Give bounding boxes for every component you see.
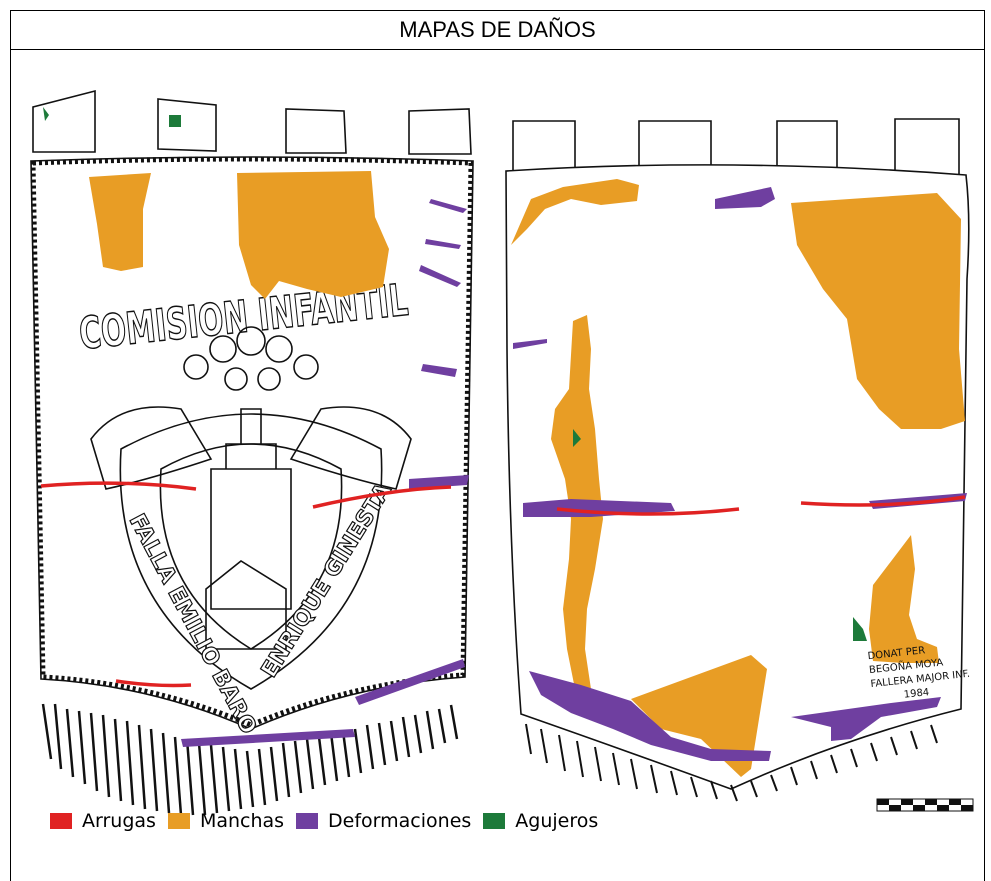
front-crest-wing-right [289, 406, 412, 490]
figure-title: MAPAS DE DAÑOS [11, 11, 984, 50]
back-wrinkle-2 [800, 495, 966, 507]
inscription-line4: 1984 [903, 687, 929, 701]
front-deform-3 [419, 265, 461, 287]
front-deform-4 [421, 364, 457, 377]
legend-item-deformaciones: Deformaciones [296, 810, 471, 832]
legend-label-deformaciones: Deformaciones [328, 810, 472, 832]
front-deform-2 [425, 239, 461, 249]
legend-item-arrugas: Arrugas [50, 810, 156, 832]
legend-label-agujeros: Agujeros [515, 810, 599, 832]
front-deform-6 [355, 659, 465, 705]
back-tab-1 [512, 120, 576, 174]
front-damage-marks [40, 107, 469, 747]
legend-item-manchas: Manchas [167, 810, 285, 832]
legend-label-arrugas: Arrugas [82, 810, 156, 832]
back-stain-bottom-center [631, 655, 767, 777]
front-deform-1 [429, 199, 467, 213]
back-fringe [525, 723, 938, 802]
legend-swatch-agujeros [483, 813, 506, 829]
back-tab-4 [894, 118, 960, 176]
front-tab-4 [408, 108, 472, 155]
front-tab-2 [157, 98, 217, 152]
figure-frame: MAPAS DE DAÑOS COMISION INFANTIL [10, 10, 985, 881]
back-deform-5 [529, 671, 771, 761]
back-stain-top-right [791, 193, 965, 429]
legend: Arrugas Manchas Deformaciones Agujeros [50, 810, 610, 832]
front-crest-tower [210, 408, 292, 610]
front-deform-5 [409, 475, 469, 489]
legend-swatch-deformaciones [296, 813, 319, 829]
back-stain-top-left [511, 179, 639, 245]
legend-swatch-manchas [167, 813, 190, 829]
front-hole-2 [169, 115, 181, 127]
front-crest-bouquet [183, 326, 319, 391]
legend-item-agujeros: Agujeros [483, 810, 598, 832]
damage-map-drawing: COMISION INFANTIL FALLA EMILIO BARO ENRI… [30, 89, 974, 816]
front-hole-1 [43, 107, 49, 121]
back-deform-6 [791, 697, 941, 741]
back-deform-2 [513, 339, 547, 349]
front-stain-top-center [237, 171, 389, 299]
front-tab-1 [32, 89, 96, 153]
front-wrinkle-3 [115, 679, 192, 688]
back-hole-1 [573, 429, 581, 447]
front-stain-top-left [89, 173, 151, 271]
back-deform-1 [715, 187, 775, 209]
back-damage-marks [511, 179, 967, 777]
front-wrinkle-1 [40, 481, 197, 491]
scale-bar [876, 798, 974, 812]
front-wrinkle-2 [312, 485, 452, 509]
back-stain-bottom-right [869, 535, 939, 663]
legend-label-manchas: Manchas [199, 810, 285, 832]
front-crest-shield [119, 413, 383, 690]
front-crest-house [205, 560, 287, 650]
back-hole-2 [853, 617, 867, 641]
front-tab-3 [285, 108, 347, 154]
front-deform-7 [181, 729, 355, 747]
front-fringe [41, 703, 459, 816]
back-wrinkle-1 [556, 507, 740, 516]
legend-swatch-arrugas [50, 813, 72, 829]
